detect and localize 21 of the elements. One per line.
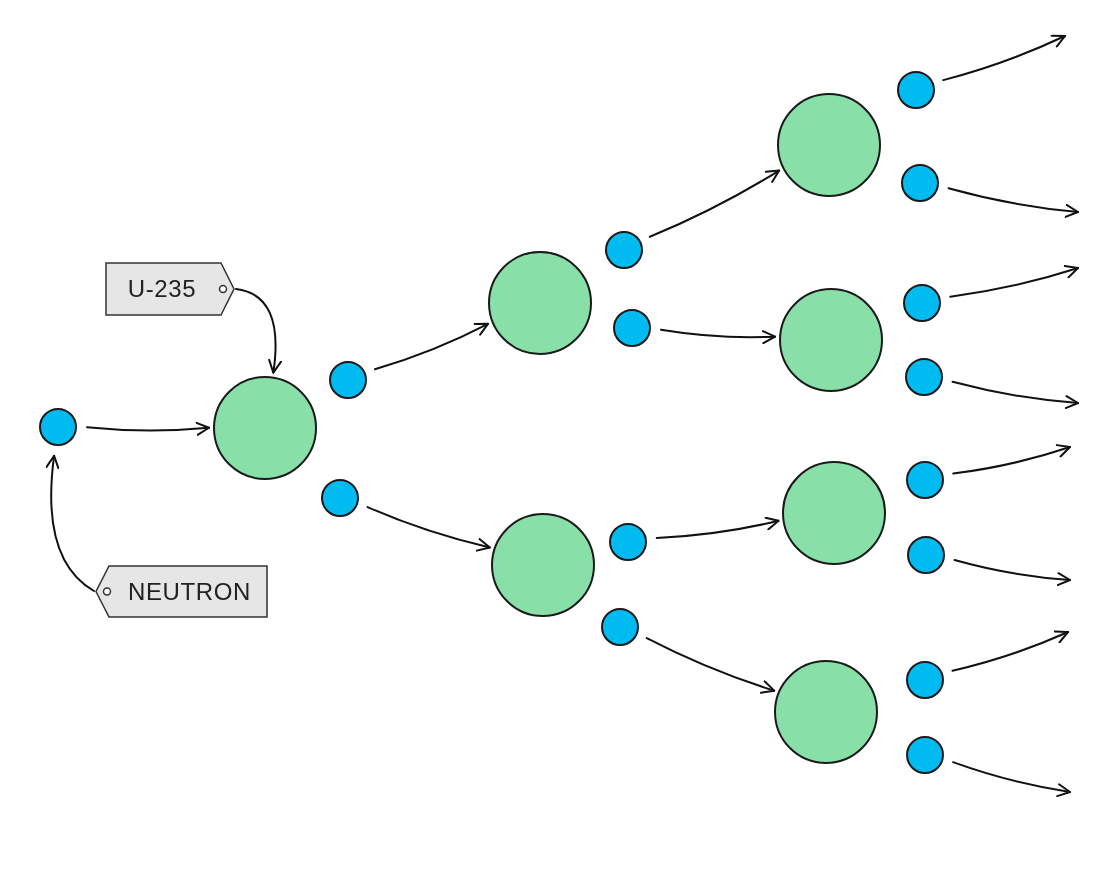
arrow xyxy=(235,288,282,374)
arrow xyxy=(952,444,1071,475)
arrow xyxy=(659,328,777,345)
arrow xyxy=(951,630,1069,672)
arrow xyxy=(648,169,781,238)
arrow xyxy=(951,380,1079,409)
arrow xyxy=(366,506,491,552)
arrow xyxy=(373,322,489,371)
tag-label: NEUTRON xyxy=(127,576,251,607)
label-tag xyxy=(105,262,235,316)
arrow xyxy=(947,187,1079,218)
arrow xyxy=(645,637,776,694)
arrow xyxy=(655,516,780,539)
label-tag xyxy=(95,565,268,618)
arrow xyxy=(949,264,1079,298)
arrow xyxy=(45,454,95,592)
arrow xyxy=(86,421,210,436)
tag-label: U-235 xyxy=(127,274,198,304)
arrow xyxy=(953,558,1071,587)
arrow xyxy=(952,761,1071,798)
arrow xyxy=(942,34,1066,82)
